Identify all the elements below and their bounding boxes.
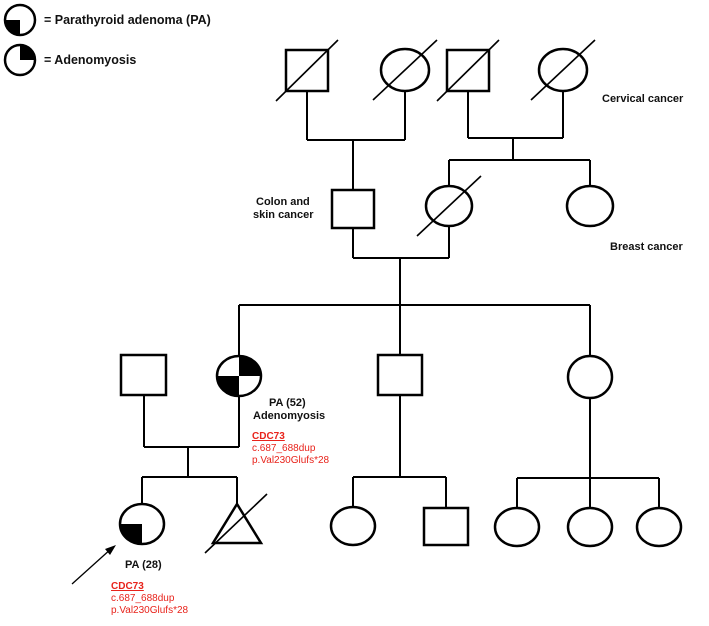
deceased-slash — [530, 39, 596, 101]
legend-parathyroid-label: = Parathyroid adenoma (PA) — [44, 13, 211, 27]
label-colon-line2: skin cancer — [253, 209, 314, 221]
gen3-aunt — [566, 354, 614, 400]
deceased-slash — [436, 39, 500, 102]
label-cervical-cancer: Cervical cancer — [602, 93, 684, 105]
gen1-paternal-grandfather — [275, 39, 339, 102]
legend-adenomyosis-symbol — [3, 43, 37, 77]
legend: = Parathyroid adenoma (PA) = Adenomyosis — [3, 3, 211, 77]
label-mother-adenomyosis: Adenomyosis — [253, 410, 325, 422]
gen3-spouse-male — [119, 353, 168, 397]
label-colon-line1: Colon and — [256, 196, 310, 208]
proband-arrow — [71, 545, 116, 585]
gen2-mother — [416, 175, 482, 237]
gen4-cousin-female-3 — [566, 506, 614, 548]
proband-variant-gene: CDC73 — [111, 581, 144, 592]
label-mother-pa: PA (52) — [269, 397, 306, 409]
gen1-maternal-grandmother — [530, 39, 596, 101]
pedigree-lines — [141, 91, 660, 508]
gen4-cousin-female-2 — [493, 506, 541, 548]
legend-parathyroid-symbol — [3, 3, 37, 37]
gen3-uncle — [376, 353, 424, 397]
label-breast-cancer: Breast cancer — [610, 241, 683, 253]
gen4-cousin-female-1 — [329, 505, 377, 547]
deceased-slash — [204, 493, 268, 554]
gen4-cousin-female-4 — [635, 506, 683, 548]
proband-variant-cdna: c.687_688dup — [111, 593, 175, 604]
deceased-slash — [416, 175, 482, 237]
gen2-father — [330, 188, 376, 230]
proband-variant-protein: p.Val230Glufs*28 — [111, 605, 189, 616]
gen4-deceased-sibling — [204, 493, 268, 554]
label-proband-pa: PA (28) — [125, 559, 162, 571]
deceased-slash — [372, 39, 438, 101]
mother-variant-gene: CDC73 — [252, 431, 285, 442]
mother-variant-protein: p.Val230Glufs*28 — [252, 455, 330, 466]
gen3-affected-mother — [215, 354, 263, 398]
gen2-maternal-aunt — [565, 184, 615, 228]
gen4-cousin-male-1 — [422, 506, 470, 547]
gen4-proband — [118, 502, 166, 546]
gen1-maternal-grandfather — [436, 39, 500, 102]
legend-adenomyosis-label: = Adenomyosis — [44, 53, 136, 67]
gen1-paternal-grandmother — [372, 39, 438, 101]
mother-variant-cdna: c.687_688dup — [252, 443, 316, 454]
deceased-slash — [275, 39, 339, 102]
